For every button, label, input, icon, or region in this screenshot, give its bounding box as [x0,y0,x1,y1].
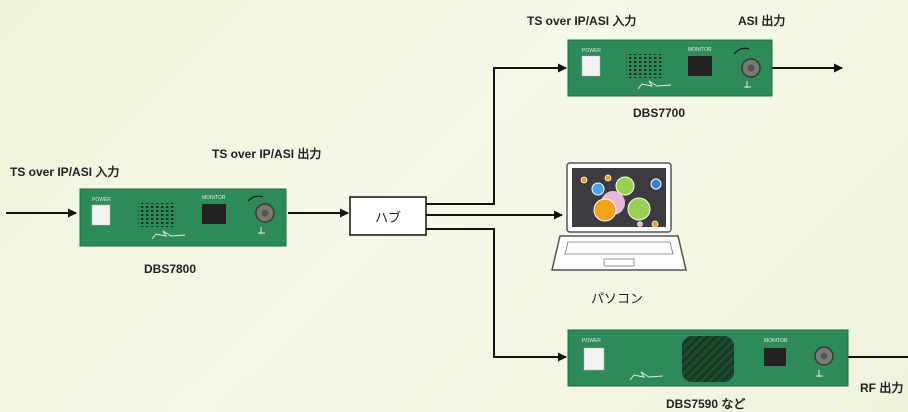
logo-mark [637,80,672,90]
device-dbs7700: POWER MONITOR [567,39,773,97]
power-text: POWER [582,48,601,54]
power-switch [583,347,605,371]
device-dbs7800: POWER MONITOR [79,188,287,247]
monitor-display [202,204,226,224]
logo-mark [151,230,186,240]
rf-output-label: RF 出力 [860,381,904,395]
hub-to-dbs7700-arrow [426,63,567,205]
speaker-grille [626,54,662,78]
device-name-dbs7700: DBS7700 [633,106,686,120]
monitor-text: MONITOR [688,47,712,53]
connection-lines [6,63,908,362]
laptop-keyboard [564,241,674,255]
ts-input-label-left: TS over IP/ASI 入力 [10,165,120,179]
screen-bubbles [580,174,662,228]
laptop-base [551,235,687,271]
monitor-text: MONITOR [764,338,788,344]
speaker-grille [138,203,176,227]
ts-output-label-left: TS over IP/ASI 出力 [212,147,322,161]
device-dbs7590: POWER MONITOR [567,329,849,387]
laptop-touchpad [603,258,635,267]
power-text: POWER [92,197,111,203]
device-name-dbs7590: DBS7590 など [666,397,746,411]
hub-label: ハブ [374,210,401,225]
monitor-text: MONITOR [202,195,226,201]
power-switch [91,204,111,226]
fan-grille [682,336,734,382]
ts-input-label-top: TS over IP/ASI 入力 [527,14,637,28]
power-switch [581,55,601,77]
hub-to-dbs7590-arrow [426,228,567,362]
logo-mark [629,371,664,381]
monitor-display [764,348,786,366]
laptop-pc [551,162,687,271]
power-text: POWER [582,338,601,344]
monitor-display [688,56,712,76]
device-name-dbs7800: DBS7800 [144,262,197,276]
asi-output-label: ASI 出力 [738,14,786,28]
hub-box [349,196,427,236]
pc-label: パソコン [591,291,644,306]
